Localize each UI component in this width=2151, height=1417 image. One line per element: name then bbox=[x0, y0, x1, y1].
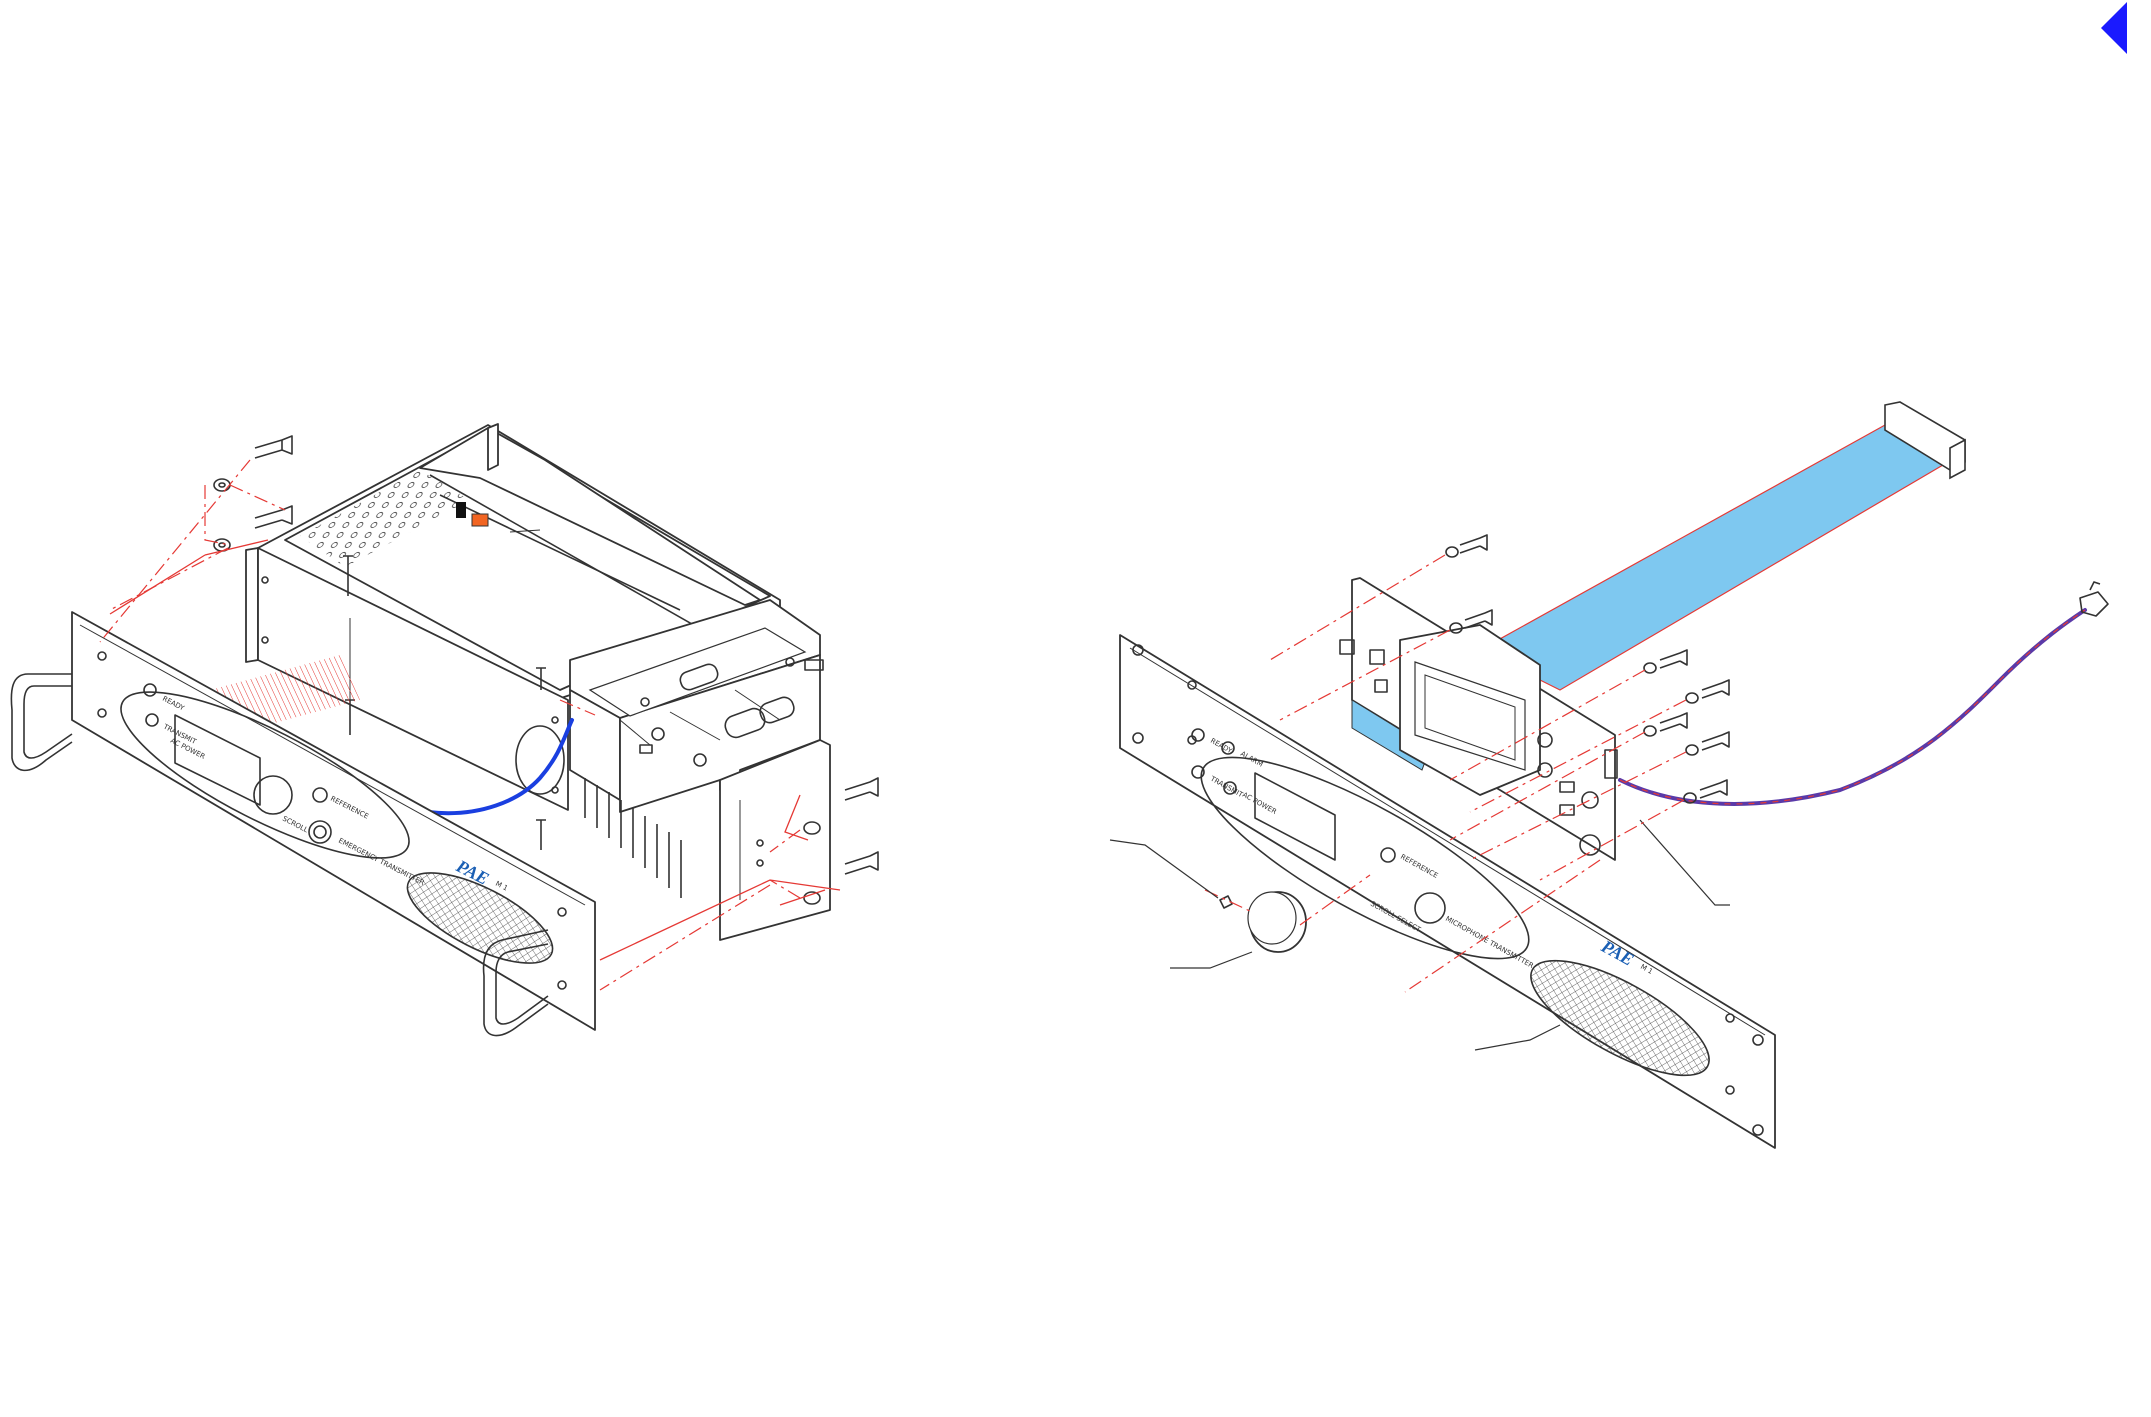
callout-leader-set-screw bbox=[1110, 840, 1218, 898]
amplifier-module bbox=[570, 600, 830, 940]
ribbon-cable bbox=[1480, 402, 1965, 690]
coax-cable bbox=[1620, 610, 2085, 804]
callout-leader-panel bbox=[1475, 1025, 1560, 1050]
callout-leader-pcb bbox=[1640, 820, 1730, 905]
select-knob-exploded bbox=[1220, 892, 1306, 952]
callout-leader-knob bbox=[1170, 952, 1252, 968]
back-arrow-icon[interactable] bbox=[2097, 0, 2129, 56]
right-assembly: READY ALARM TRANSMIT AC POWER REFERENCE … bbox=[1110, 402, 2108, 1148]
rack-handle-left[interactable] bbox=[11, 674, 72, 770]
left-assembly: READY TRANSMIT AC POWER REFERENCE EMERGE… bbox=[11, 424, 878, 1036]
